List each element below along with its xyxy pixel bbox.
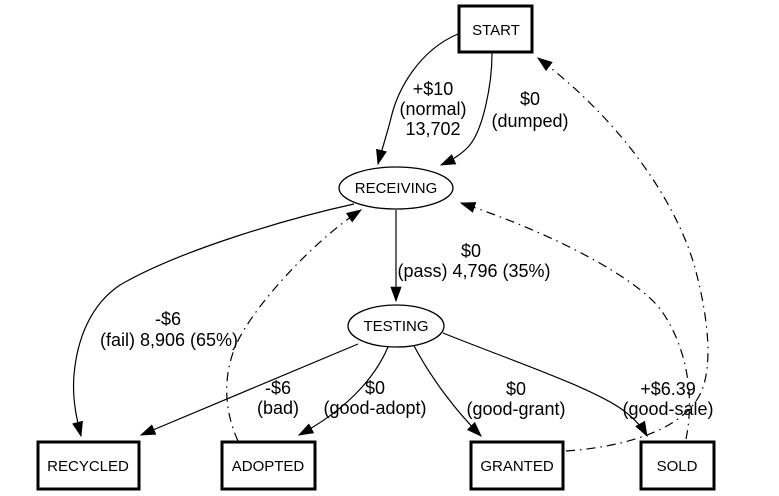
edge-label-dumped-reward: $0 xyxy=(520,89,540,109)
edge-testing-recycled-bad xyxy=(139,343,359,436)
edge-testing-sold-good-sale xyxy=(442,332,648,438)
edge-testing-adopted-good-adopt xyxy=(297,346,389,436)
start-box xyxy=(457,4,534,54)
recycled-label: RECYCLED xyxy=(47,458,129,475)
edge-label-good-sale-reward: +$6.39 xyxy=(640,379,696,399)
edge-start-receiving-normal xyxy=(376,33,459,166)
edge-label-fail-reward: -$6 xyxy=(155,309,181,329)
edge-label-pass-reward: $0 xyxy=(461,241,481,261)
node-recycled: RECYCLED xyxy=(36,440,141,491)
receiving-label: RECEIVING xyxy=(355,180,438,197)
edge-testing-granted-good-grant xyxy=(412,343,482,437)
edge-label-dumped: $0 (dumped) xyxy=(491,89,568,131)
edge-receiving-recycled-fail xyxy=(72,203,355,438)
edge-label-good-grant-action: (good-grant) xyxy=(466,399,565,419)
node-testing: TESTING xyxy=(347,304,445,348)
adopted-label: ADOPTED xyxy=(232,458,305,475)
granted-box xyxy=(469,440,565,491)
edge-label-good-adopt-action: (good-adopt) xyxy=(323,398,426,418)
granted-label: GRANTED xyxy=(480,458,554,475)
edge-label-good-sale: +$6.39 (good-sale) xyxy=(622,379,713,419)
edge-label-normal-action: (normal) xyxy=(399,99,466,119)
edge-granted-start-return xyxy=(536,57,709,452)
edge-label-bad-reward: -$6 xyxy=(265,378,291,398)
start-label: START xyxy=(472,22,520,39)
sold-label: SOLD xyxy=(657,458,698,475)
edge-start-receiving-dumped xyxy=(439,52,493,166)
edge-label-good-sale-action: (good-sale) xyxy=(622,399,713,419)
edge-label-good-grant-reward: $0 xyxy=(506,379,526,399)
edge-label-normal-reward: +$10 xyxy=(413,79,454,99)
receiving-ellipse xyxy=(338,166,454,210)
sold-box xyxy=(639,440,716,491)
node-start: START xyxy=(457,4,534,54)
edge-adopted-receiving-return xyxy=(226,209,363,442)
edge-label-dumped-action: (dumped) xyxy=(491,111,568,131)
edge-label-good-adopt: $0 (good-adopt) xyxy=(323,378,426,418)
adopted-box xyxy=(220,440,317,491)
edge-label-normal-count: 13,702 xyxy=(405,119,460,139)
testing-label: TESTING xyxy=(363,318,428,335)
edge-label-pass-detail: (pass) 4,796 (35%) xyxy=(397,261,550,281)
edge-label-fail: -$6 (fail) 8,906 (65%) xyxy=(100,309,238,350)
edge-label-bad-action: (bad) xyxy=(257,398,299,418)
edge-label-normal: +$10 (normal) 13,702 xyxy=(399,79,466,139)
node-receiving: RECEIVING xyxy=(338,166,454,210)
edge-label-good-grant: $0 (good-grant) xyxy=(466,379,565,419)
testing-ellipse xyxy=(347,304,445,348)
edge-label-good-adopt-reward: $0 xyxy=(365,378,385,398)
edge-label-bad: -$6 (bad) xyxy=(257,378,299,418)
edge-label-fail-detail: (fail) 8,906 (65%) xyxy=(100,330,238,350)
edge-label-pass: $0 (pass) 4,796 (35%) xyxy=(397,241,550,281)
recycled-box xyxy=(36,440,141,491)
node-granted: GRANTED xyxy=(469,440,565,491)
node-adopted: ADOPTED xyxy=(220,440,317,491)
edge-sold-receiving-return xyxy=(459,202,691,440)
node-sold: SOLD xyxy=(639,440,716,491)
